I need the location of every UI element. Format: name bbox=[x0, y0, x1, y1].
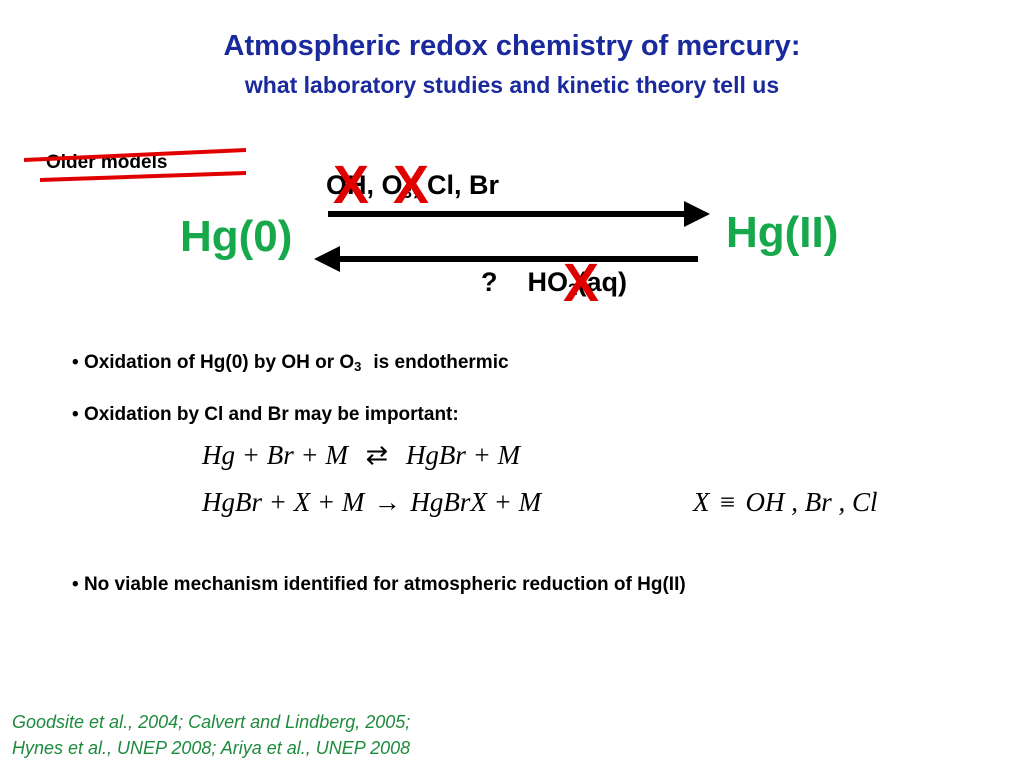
reverse-reductant-label: ? HO2(aq) bbox=[481, 267, 627, 299]
bullet-mark: • bbox=[72, 574, 79, 595]
slide-title: Atmospheric redox chemistry of mercury: bbox=[223, 30, 801, 62]
bullet-tail-text: is endothermic bbox=[373, 352, 509, 373]
strike-line-top bbox=[23, 148, 247, 162]
o3-subscript: 3 bbox=[354, 359, 362, 374]
equivalence-symbol: ≡ bbox=[719, 487, 736, 517]
citation-line-2: Hynes et al., UNEP 2008; Ariya et al., U… bbox=[12, 738, 411, 758]
oxidant-oh-o-text: OH, O bbox=[326, 170, 403, 200]
forward-oxidants-label: OH, O3, Cl, Br bbox=[326, 170, 499, 202]
eq1-products: HgBr + M bbox=[405, 440, 521, 470]
bullet-text: Oxidation of Hg(0) by OH or O bbox=[83, 352, 355, 373]
x-symbol: X bbox=[693, 487, 710, 517]
species-hg2: Hg(II) bbox=[726, 208, 839, 257]
oxidant-rest-text: , Cl, Br bbox=[411, 170, 499, 200]
bullet-text: No viable mechanism identified for atmos… bbox=[83, 574, 686, 595]
reverse-arrow-head bbox=[314, 246, 340, 272]
aq-text: (aq) bbox=[577, 267, 627, 297]
citation-line-1: Goodsite et al., 2004; Calvert and Lindb… bbox=[12, 712, 411, 732]
question-mark-text: ? bbox=[481, 267, 498, 297]
ho2-text: HO bbox=[527, 267, 569, 297]
cross-mark-ho2: X bbox=[563, 253, 600, 313]
bullet-cl-br-oxidation: • Oxidation by Cl and Br may be importan… bbox=[72, 404, 459, 426]
o3-subscript: 3 bbox=[402, 183, 412, 202]
x-definition: X ≡ OH , Br , Cl bbox=[693, 487, 878, 518]
bullet-no-reduction-mechanism: • No viable mechanism identified for atm… bbox=[72, 574, 686, 596]
bullet-oxidation-endothermic: • Oxidation of Hg(0) by OH or O3 is endot… bbox=[72, 352, 509, 374]
eq1-reactants: Hg + Br + M bbox=[202, 440, 348, 470]
bullet-text: Oxidation by Cl and Br may be important: bbox=[83, 404, 459, 425]
forward-arrow-head bbox=[684, 201, 710, 227]
slide-subtitle: what laboratory studies and kinetic theo… bbox=[244, 72, 780, 98]
forward-reaction-arrow: → bbox=[373, 487, 401, 517]
species-hg0: Hg(0) bbox=[180, 212, 293, 261]
equation-hgbr-oxidation: HgBr + X + M → HgBrX + M bbox=[202, 487, 541, 518]
cross-mark-o3: X bbox=[393, 155, 430, 215]
equation-hg-br-recombination: Hg + Br + M ⇄ HgBr + M bbox=[202, 440, 520, 471]
eq2-reactants: HgBr + X + M bbox=[202, 487, 365, 517]
cross-mark-oh: X bbox=[333, 155, 370, 215]
bullet-mark: • bbox=[72, 352, 79, 373]
bullet-mark: • bbox=[72, 404, 79, 425]
ho2-subscript: 2 bbox=[568, 280, 578, 299]
strike-line-bottom bbox=[39, 171, 247, 182]
eq2-products: HgBrX + M bbox=[410, 487, 542, 517]
equilibrium-arrow: ⇄ bbox=[365, 440, 389, 470]
x-definition-list: OH , Br , Cl bbox=[745, 487, 878, 517]
